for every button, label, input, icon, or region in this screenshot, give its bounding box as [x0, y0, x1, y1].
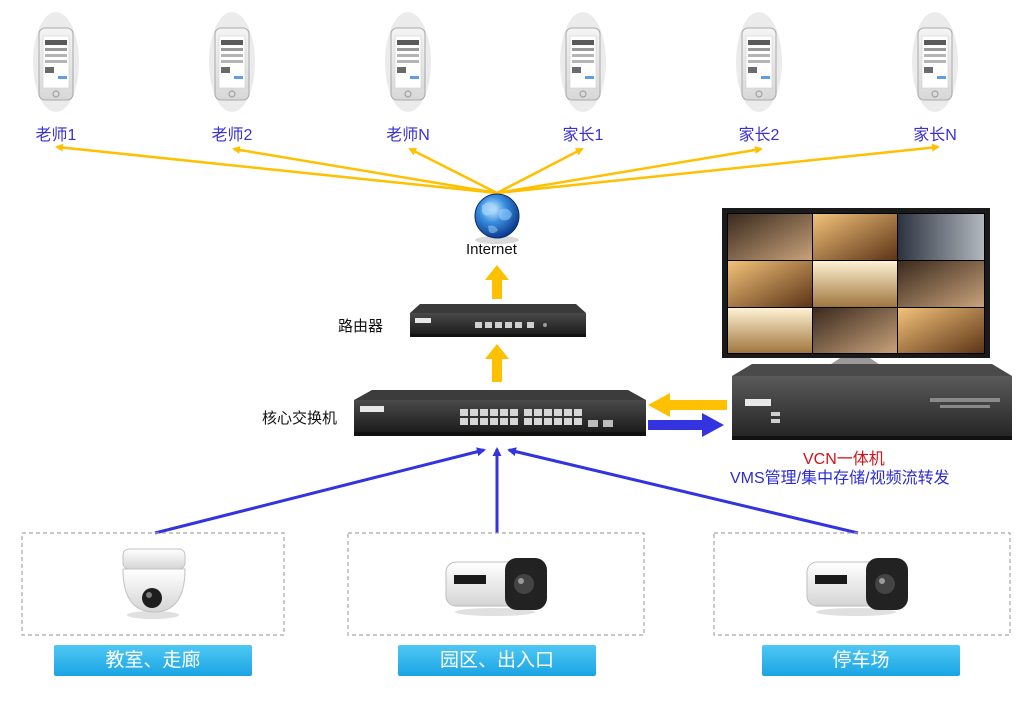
- phone-icon: [385, 12, 431, 112]
- camera-links: [154, 447, 859, 535]
- phone-icon: [560, 12, 606, 112]
- switch-port: [544, 409, 552, 416]
- phone-icon: [209, 12, 255, 112]
- bullet-camera-icon: [806, 558, 908, 616]
- switch-port: [534, 418, 542, 425]
- phone-icon: [33, 12, 79, 112]
- switch-port: [460, 418, 468, 425]
- switch-port: [574, 418, 582, 425]
- bullet-camera-icon: [445, 558, 547, 616]
- camera-logo-icon: [815, 575, 847, 584]
- phone-label-teachern: 老师N: [386, 127, 430, 144]
- router-logo-icon: [415, 318, 431, 323]
- zone-label-classroom: 教室、走廊: [54, 645, 252, 676]
- phone-row: [33, 12, 958, 112]
- switch-port: [510, 409, 518, 416]
- core-switch-device: [354, 390, 646, 436]
- switch-port: [490, 409, 498, 416]
- switch-port: [534, 409, 542, 416]
- zone-label-campus: 园区、出入口: [398, 645, 596, 676]
- internet-label: Internet: [466, 241, 517, 258]
- vcn-title: VCN一体机: [803, 451, 885, 468]
- link-internet-teacher2: [232, 146, 498, 195]
- switch-port: [470, 418, 478, 425]
- switch-port: [510, 418, 518, 425]
- switch-logo-icon: [360, 406, 384, 412]
- monitor-device: [722, 208, 990, 382]
- camera-feed-grid: [728, 214, 984, 353]
- phone-label-teacher2: 老师2: [211, 127, 253, 144]
- switch-port: [470, 409, 478, 416]
- switch-port: [460, 409, 468, 416]
- phone-label-parent2: 家长2: [738, 127, 780, 144]
- zone-label-parking: 停车场: [762, 645, 960, 676]
- vcn-appliance: [732, 364, 1012, 440]
- uplink-arrows: [485, 265, 509, 382]
- link-internet-parentn: [496, 143, 940, 195]
- phone-icon: [912, 12, 958, 112]
- switch-port: [574, 409, 582, 416]
- switch-port: [480, 409, 488, 416]
- router-label: 路由器: [338, 318, 384, 335]
- zone-box-parking: [713, 532, 1011, 636]
- link-internet-teachern: [408, 147, 498, 195]
- switch-port: [480, 418, 488, 425]
- vcn-logo-icon: [745, 399, 771, 406]
- zone-box-campus: [347, 532, 645, 636]
- link-internet-parent1: [496, 147, 584, 195]
- phone-label-parentn: 家长N: [913, 127, 957, 144]
- globe-icon: [474, 193, 520, 244]
- switch-port: [554, 409, 562, 416]
- switch-vcn-arrows: [648, 393, 727, 437]
- link-internet-parent2: [496, 146, 763, 195]
- router-device: [410, 304, 586, 337]
- core-switch-label: 核心交换机: [262, 410, 338, 427]
- switch-port: [564, 418, 572, 425]
- camera-logo-icon: [454, 575, 486, 584]
- link-parking-switch: [507, 447, 859, 535]
- switch-ports: [460, 409, 582, 425]
- switch-port: [554, 418, 562, 425]
- link-classroom-switch: [154, 447, 486, 535]
- zone-boxes: [21, 532, 1011, 636]
- switch-port: [524, 409, 532, 416]
- vcn-subtitle: VMS管理/集中存储/视频流转发: [730, 470, 950, 487]
- switch-port: [490, 418, 498, 425]
- phone-label-parent1: 家长1: [562, 127, 604, 144]
- phone-icon: [736, 12, 782, 112]
- internet-links: [55, 143, 940, 195]
- switch-port: [564, 409, 572, 416]
- phone-label-teacher1: 老师1: [35, 127, 77, 144]
- link-internet-teacher1: [55, 143, 498, 195]
- switch-port: [500, 409, 508, 416]
- switch-port: [544, 418, 552, 425]
- dome-camera-icon: [122, 548, 186, 619]
- switch-port: [500, 418, 508, 425]
- switch-port: [524, 418, 532, 425]
